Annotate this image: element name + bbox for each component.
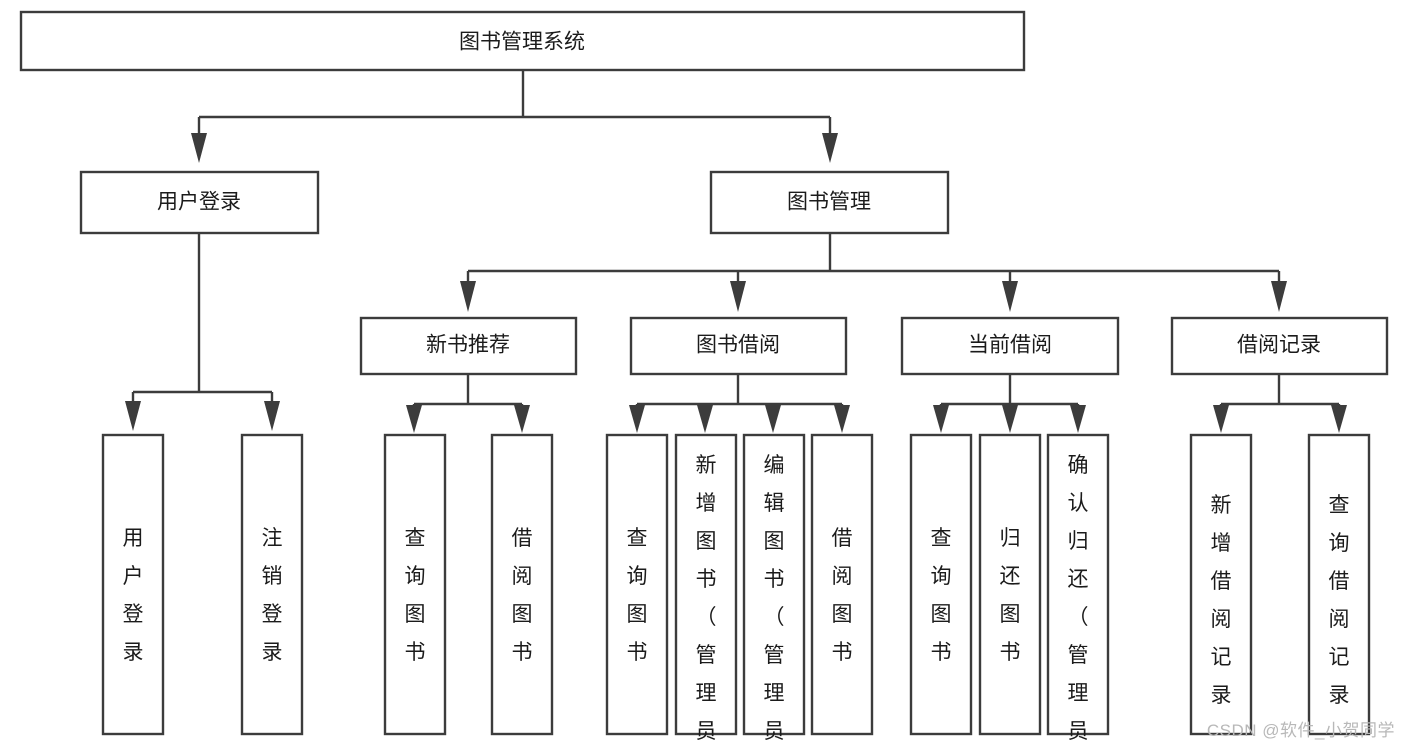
- leaf-bookborrow-add[interactable]: 新增图书（管理员）: [674, 433, 738, 747]
- arrow-icon: [1271, 281, 1287, 312]
- arrow-icon: [1213, 405, 1229, 433]
- leaf-user-login-logout[interactable]: 注销登录: [240, 433, 304, 736]
- arrow-icon: [191, 133, 207, 163]
- arrow-icon: [1070, 405, 1086, 433]
- node-book-management-box[interactable]: [709, 170, 950, 235]
- leaf-newbook-query[interactable]: 查询图书: [383, 433, 447, 736]
- node-current-borrow-label: 当前借阅: [968, 334, 1052, 357]
- arrow-icon: [697, 405, 713, 433]
- leaf-box[interactable]: [101, 433, 165, 736]
- arrow-icon: [834, 405, 850, 433]
- node-root-box[interactable]: [19, 10, 1026, 72]
- leaf-user-login-login[interactable]: 用户登录: [101, 433, 165, 736]
- node-current-borrow-box[interactable]: [900, 316, 1120, 376]
- leaf-box[interactable]: [1046, 433, 1110, 736]
- arrow-icon: [514, 405, 530, 433]
- arrow-icon: [406, 405, 422, 433]
- node-book-borrow-label: 图书借阅: [696, 334, 780, 357]
- arrow-icon: [730, 281, 746, 312]
- leaf-box[interactable]: [909, 433, 973, 736]
- node-user-login[interactable]: 用户登录: [79, 170, 320, 235]
- node-borrow-record-box[interactable]: [1170, 316, 1389, 376]
- arrow-icon: [460, 281, 476, 312]
- node-new-book-recommend-box[interactable]: [359, 316, 578, 376]
- node-root-system[interactable]: 图书管理系统: [19, 10, 1026, 72]
- arrow-icon: [264, 401, 280, 431]
- leaf-label: 查询图书: [627, 527, 648, 664]
- leaf-box[interactable]: [978, 433, 1042, 736]
- arrow-icon: [1331, 405, 1347, 433]
- leaf-box[interactable]: [1189, 433, 1253, 736]
- leaf-box[interactable]: [383, 433, 447, 736]
- node-borrow-record-label: 借阅记录: [1237, 334, 1321, 357]
- node-book-borrow-box[interactable]: [629, 316, 848, 376]
- leaf-newbook-borrow[interactable]: 借阅图书: [490, 433, 554, 736]
- connector-newbook-to-leaves: [406, 374, 530, 433]
- node-book-borrow[interactable]: 图书借阅: [629, 316, 848, 376]
- arrow-icon: [1002, 405, 1018, 433]
- arrow-icon: [822, 133, 838, 163]
- leaf-label: 用户登录: [123, 527, 144, 664]
- leaf-label: 注销登录: [262, 527, 283, 664]
- leaf-bookborrow-borrow[interactable]: 借阅图书: [810, 433, 874, 736]
- leaf-label: 查询图书: [931, 527, 952, 664]
- leaf-box[interactable]: [605, 433, 669, 736]
- connector-bookmgmt-to-level3: [460, 233, 1287, 312]
- leaf-currentborrow-return[interactable]: 归还图书: [978, 433, 1042, 736]
- leaf-box[interactable]: [810, 433, 874, 736]
- arrow-icon: [125, 401, 141, 431]
- node-root-label: 图书管理系统: [459, 31, 585, 54]
- leaf-label: 归还图书: [1000, 527, 1021, 664]
- leaf-label: 查询借阅记录: [1329, 494, 1350, 707]
- node-book-management-label: 图书管理: [787, 191, 871, 214]
- node-borrow-record[interactable]: 借阅记录: [1170, 316, 1389, 376]
- connector-currentborrow-to-leaves: [933, 374, 1086, 433]
- leaf-label: 新增借阅记录: [1211, 494, 1232, 707]
- leaf-label: 借阅图书: [832, 527, 853, 664]
- arrow-icon: [933, 405, 949, 433]
- leaf-borrowrecord-query[interactable]: 查询借阅记录: [1307, 433, 1371, 736]
- node-user-login-box[interactable]: [79, 170, 320, 235]
- node-new-book-recommend[interactable]: 新书推荐: [359, 316, 578, 376]
- arrow-icon: [629, 405, 645, 433]
- leaf-bookborrow-query[interactable]: 查询图书: [605, 433, 669, 736]
- leaf-label: 编辑图书（管理员）: [764, 454, 785, 747]
- connector-borrowrecord-to-leaves: [1213, 374, 1347, 433]
- node-new-book-recommend-label: 新书推荐: [426, 334, 510, 357]
- connector-bookborrow-to-leaves: [629, 374, 850, 433]
- leaf-box[interactable]: [742, 433, 806, 736]
- leaf-label: 新增图书（管理员）: [696, 454, 717, 747]
- connector-root-to-level2: [191, 70, 838, 163]
- leaf-label: 借阅图书: [512, 527, 533, 664]
- node-book-management[interactable]: 图书管理: [709, 170, 950, 235]
- leaf-borrowrecord-add[interactable]: 新增借阅记录: [1189, 433, 1253, 736]
- node-current-borrow[interactable]: 当前借阅: [900, 316, 1120, 376]
- connector-userlogin-to-leaves: [125, 233, 280, 431]
- node-user-login-label: 用户登录: [157, 191, 241, 214]
- leaf-box[interactable]: [490, 433, 554, 736]
- leaf-currentborrow-query[interactable]: 查询图书: [909, 433, 973, 736]
- leaf-box[interactable]: [1307, 433, 1371, 736]
- leaf-bookborrow-edit[interactable]: 编辑图书（管理员）: [742, 433, 806, 747]
- arrow-icon: [765, 405, 781, 433]
- leaf-label: 确认归还（管理员）: [1068, 454, 1089, 747]
- leaf-box[interactable]: [240, 433, 304, 736]
- arrow-icon: [1002, 281, 1018, 312]
- csdn-watermark: CSDN @软件_小贺同学: [1206, 721, 1395, 740]
- leaf-currentborrow-confirm[interactable]: 确认归还（管理员）: [1046, 433, 1110, 747]
- leaf-label: 查询图书: [405, 527, 426, 664]
- leaf-box[interactable]: [674, 433, 738, 736]
